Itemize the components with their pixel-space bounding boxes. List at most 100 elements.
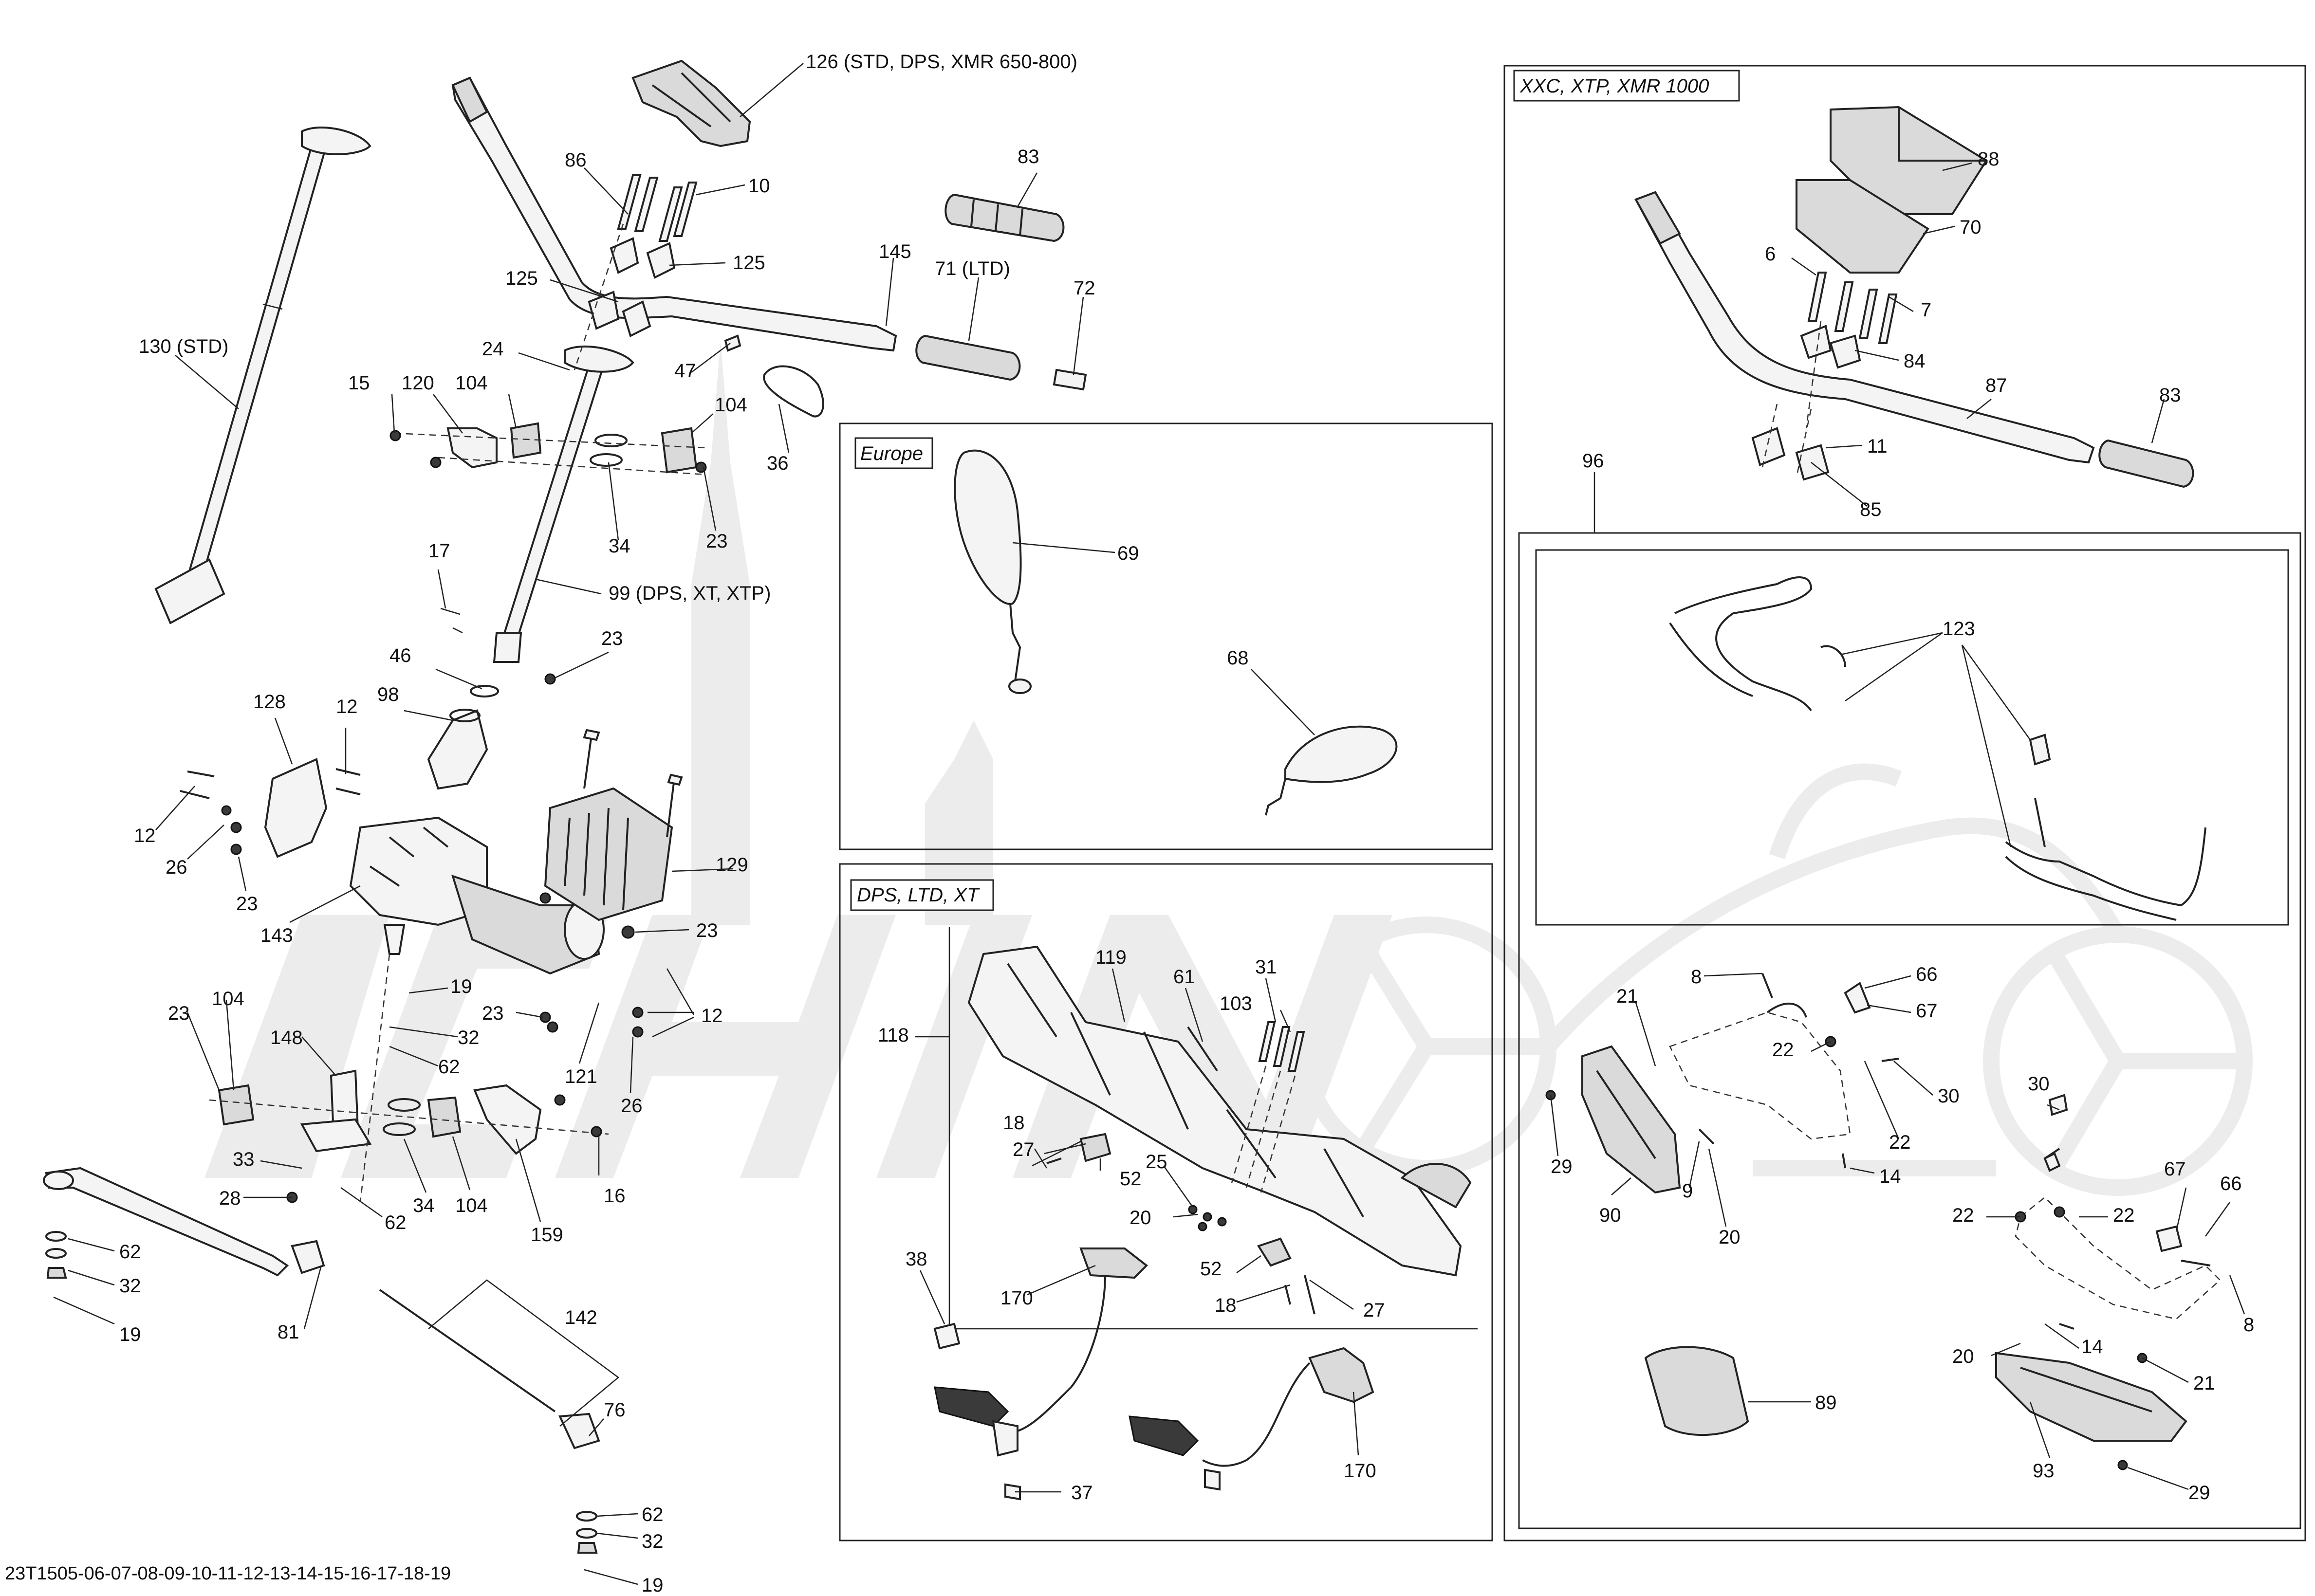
steering-column-130 bbox=[154, 127, 371, 624]
dashed-axes-upper bbox=[394, 223, 706, 476]
callout-20: 20 bbox=[1719, 1227, 1741, 1248]
callout-104: 104 bbox=[455, 372, 488, 394]
small-hardware-left bbox=[180, 430, 707, 1203]
svg-text:Europe: Europe bbox=[860, 443, 923, 464]
callout-145: 145 bbox=[879, 241, 911, 262]
callout-87: 87 bbox=[1985, 375, 2007, 396]
bracket-120 bbox=[446, 427, 498, 469]
callout-96: 96 bbox=[1582, 450, 1604, 472]
callout-81: 81 bbox=[278, 1321, 299, 1343]
callout-32: 32 bbox=[119, 1275, 141, 1297]
hand-guard-bracket-left bbox=[1669, 1003, 1851, 1140]
callout-170: 170 bbox=[1000, 1287, 1033, 1309]
strip-61 bbox=[1187, 1026, 1218, 1072]
svg-text:DPS, LTD, XT: DPS, LTD, XT bbox=[857, 884, 980, 906]
callout-47: 47 bbox=[674, 360, 696, 382]
callout-71: 71 (LTD) bbox=[935, 258, 1010, 279]
callout-123: 123 bbox=[1943, 618, 1975, 640]
callout-36: 36 bbox=[767, 453, 789, 474]
callout-15: 15 bbox=[348, 372, 370, 394]
callout-142: 142 bbox=[565, 1307, 597, 1328]
grip-71 bbox=[915, 334, 1021, 381]
bracket-128 bbox=[264, 758, 328, 858]
svg-text:XXC, XTP, XMR 1000: XXC, XTP, XMR 1000 bbox=[1519, 75, 1709, 97]
callout-52: 52 bbox=[1120, 1168, 1142, 1190]
callout-129: 129 bbox=[716, 854, 748, 876]
callout-46: 46 bbox=[389, 645, 411, 666]
callout-143: 143 bbox=[260, 925, 293, 946]
callout-22: 22 bbox=[2113, 1205, 2135, 1226]
section-title-xxc: XXC, XTP, XMR 1000 bbox=[1513, 70, 1740, 102]
callout-22: 22 bbox=[1889, 1132, 1911, 1153]
handlebar-87 bbox=[1634, 191, 2095, 464]
callout-22: 22 bbox=[1772, 1039, 1794, 1061]
tie-rod-142 bbox=[379, 1289, 600, 1449]
callout-61: 61 bbox=[1173, 966, 1195, 988]
callout-19: 19 bbox=[119, 1324, 141, 1345]
cover-70 bbox=[1796, 179, 1929, 274]
callout-62: 62 bbox=[385, 1212, 407, 1233]
hand-guard-93 bbox=[1995, 1352, 2187, 1442]
callout-20: 20 bbox=[1130, 1207, 1151, 1229]
callout-67: 67 bbox=[1916, 1000, 1938, 1022]
handlebar-cover-126 bbox=[631, 59, 751, 147]
callout-104: 104 bbox=[455, 1195, 488, 1216]
hand-guard-brackets-frame bbox=[1535, 549, 2289, 926]
hand-guard-90 bbox=[1581, 1045, 1681, 1194]
callout-67: 67 bbox=[2164, 1158, 2186, 1180]
europe-frame bbox=[839, 422, 1493, 850]
callout-72: 72 bbox=[1074, 277, 1095, 299]
xxc-subassembly-96-frame bbox=[1518, 532, 2301, 1529]
power-steering-unit-143 bbox=[349, 816, 605, 975]
callout-52: 52 bbox=[1200, 1258, 1222, 1280]
callout-22: 22 bbox=[1952, 1205, 1974, 1226]
callout-8: 8 bbox=[1691, 966, 1702, 988]
callout-90: 90 bbox=[1599, 1205, 1621, 1226]
bolts-31-103 bbox=[1231, 1021, 1305, 1193]
callout-70: 70 bbox=[1960, 217, 1982, 238]
callout-labels: 126 (STD, DPS, XMR 650-800) 86 10 125 12… bbox=[119, 51, 2254, 1596]
bushing-104-upper bbox=[510, 422, 698, 474]
callout-23: 23 bbox=[482, 1003, 504, 1024]
callout-28: 28 bbox=[219, 1188, 241, 1209]
callout-12: 12 bbox=[134, 825, 156, 846]
section-frames bbox=[839, 65, 2306, 1541]
callout-125: 125 bbox=[505, 268, 538, 289]
callout-34: 34 bbox=[609, 535, 630, 557]
steering-column-99 bbox=[493, 345, 634, 663]
callout-27: 27 bbox=[1363, 1300, 1385, 1321]
callout-84: 84 bbox=[1904, 350, 1926, 372]
callout-99: 99 (DPS, XT, XTP) bbox=[609, 583, 771, 604]
small-hardware-xxc bbox=[1545, 973, 2211, 1470]
callout-31: 31 bbox=[1255, 956, 1277, 978]
callout-27: 27 bbox=[1013, 1139, 1035, 1160]
bolts-86-10 bbox=[617, 174, 698, 242]
callout-12: 12 bbox=[701, 1005, 723, 1027]
callout-128: 128 bbox=[253, 691, 286, 713]
strap-36 bbox=[763, 365, 824, 418]
callout-7: 7 bbox=[1921, 299, 1931, 321]
dps-ltd-xt-frame bbox=[839, 863, 1493, 1541]
callout-20: 20 bbox=[1952, 1346, 1974, 1367]
callout-23: 23 bbox=[706, 531, 728, 552]
callout-25: 25 bbox=[1146, 1151, 1167, 1173]
brackets-123 bbox=[1669, 576, 2206, 921]
callout-68: 68 bbox=[1227, 647, 1249, 669]
callout-118: 118 bbox=[878, 1025, 909, 1046]
clip-52 bbox=[1079, 1133, 1292, 1267]
callout-19: 19 bbox=[642, 1575, 664, 1594]
callout-18: 18 bbox=[1215, 1295, 1237, 1316]
callout-148: 148 bbox=[270, 1027, 303, 1048]
callout-83: 83 bbox=[2159, 385, 2181, 406]
callout-16: 16 bbox=[604, 1185, 626, 1207]
small-hardware-dps bbox=[1046, 1157, 1315, 1315]
callout-103: 103 bbox=[1220, 993, 1252, 1014]
bracket-142-frame bbox=[428, 1279, 620, 1427]
callout-33: 33 bbox=[233, 1149, 255, 1170]
grip-83-xxc bbox=[2098, 439, 2194, 488]
mirror-68 bbox=[1265, 725, 1398, 816]
clamps-125 bbox=[588, 237, 676, 337]
callout-86: 86 bbox=[565, 149, 587, 171]
callout-29: 29 bbox=[2188, 1482, 2210, 1504]
